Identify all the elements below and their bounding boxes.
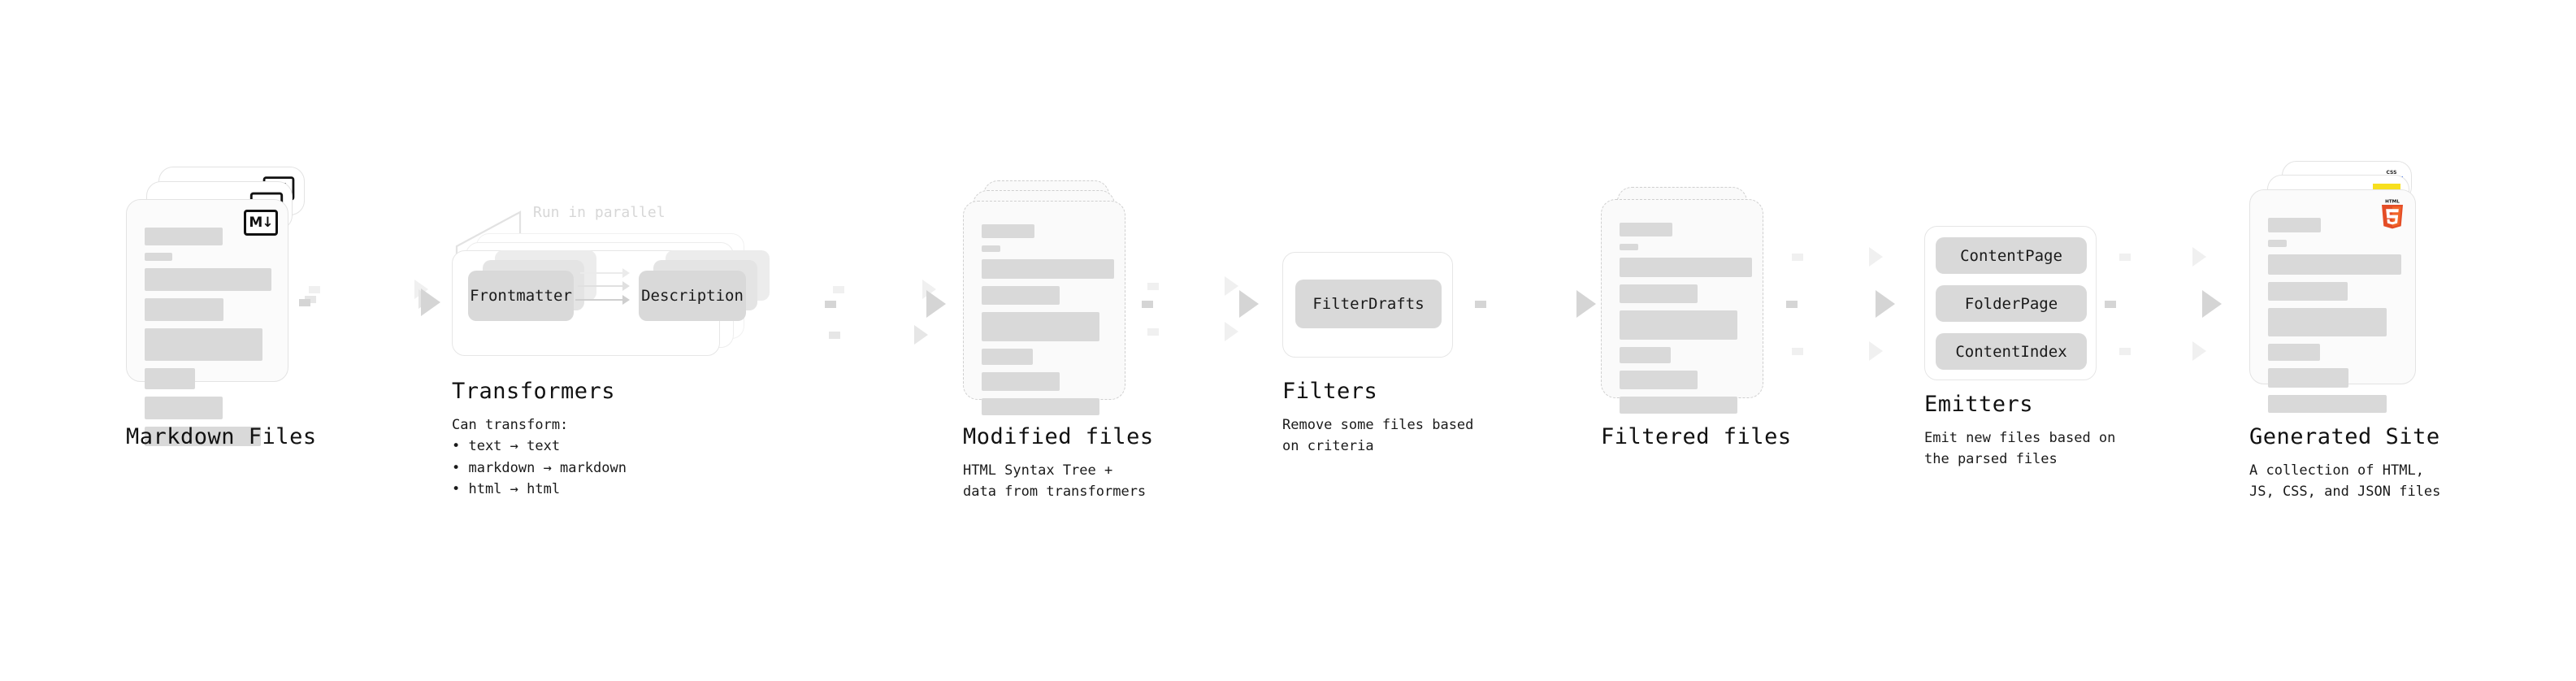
markdown-doc-front: M↓ [126,199,288,446]
skeleton-row [2268,308,2387,336]
markdown-badge-front: M↓ [244,210,278,236]
skeleton-row [1620,284,1698,303]
skeleton-row [982,349,1033,365]
emitter-pill-contentindex[interactable]: ContentIndex [1936,333,2087,370]
run-in-parallel-label: Run in parallel [533,204,666,221]
filters-title: Filters [1282,379,1378,404]
skeleton-row [982,245,1000,252]
skeleton-row [982,224,1034,238]
filter-pill-filterdrafts[interactable]: FilterDrafts [1295,280,1442,328]
emitters-box: ContentPage FolderPage ContentIndex [1924,226,2097,380]
modified-file-stack [963,180,1142,415]
generated-site-description: A collection of HTML, JS, CSS, and JSON … [2249,462,2441,501]
filtered-files-title: Filtered files [1601,424,1792,449]
modified-files-title: Modified files [963,424,1154,449]
generated-site-stack: CSS HTML [2249,161,2428,413]
skeleton-row [1620,397,1737,414]
stage-filtered-files [1601,187,1780,414]
skeleton-row [2268,218,2321,232]
arrow-filters-to-filtered [1475,290,1596,318]
skeleton-row [2268,240,2287,247]
skeleton-row [145,368,195,389]
transformer-inner-arrow-top [580,268,630,278]
emitters-title: Emitters [1924,392,2034,417]
modified-files-description: HTML Syntax Tree + data from transformer… [963,462,1147,501]
arrow-transformers-to-modified [825,290,946,318]
markdown-doc-skeleton [127,200,288,446]
skeleton-row [1620,371,1698,389]
generated-site-title: Generated Site [2249,424,2440,449]
skeleton-row [145,427,261,446]
arrow-filtered-to-emitters [1786,290,1895,318]
html5-icon: HTML [2379,197,2406,230]
skeleton-row [982,259,1114,279]
arrow-modified-to-filters-top [1147,276,1238,296]
stage-generated-site: CSS HTML [2249,161,2428,413]
skeleton-row [145,253,172,261]
transformer-pill-frontmatter[interactable]: Frontmatter [468,271,574,321]
stage-markdown-files: M↓ M↓ M↓ [126,167,305,446]
transformers-description: Can transform: • text → text • markdown … [452,417,627,498]
filters-box: FilterDrafts [1282,252,1453,358]
filtered-file-stack [1601,187,1780,414]
emitters-description: Emit new files based on the parsed files [1924,430,2116,468]
skeleton-row [2268,395,2387,413]
arrow-emitters-to-site-bottom [2119,341,2206,361]
html5-icon-svg: HTML [2382,200,2403,229]
transformers-title: Transformers [452,379,616,404]
filtered-doc-front [1601,199,1763,414]
arrow-filtered-to-emitters-bottom [1792,341,1883,361]
arrow-transformers-to-modified-bottom [829,325,928,345]
stage-modified-files [963,180,1142,415]
generated-doc-html: HTML [2249,189,2416,413]
transformer-inner-arrow-front [575,295,630,305]
skeleton-row [145,328,262,361]
modified-doc-skeleton [964,202,1125,415]
skeleton-row [145,397,223,419]
css-icon-label: CSS [2386,170,2397,176]
markdown-file-stack: M↓ M↓ M↓ [126,167,305,446]
skeleton-row [2268,368,2348,388]
skeleton-row [1620,258,1752,277]
svg-text:HTML: HTML [2385,200,2400,205]
skeleton-row [982,372,1060,391]
markdown-files-title: Markdown Files [126,424,317,449]
skeleton-row [145,228,223,245]
arrow-filtered-to-emitters-top [1792,247,1883,267]
modified-doc-front [963,201,1125,415]
skeleton-row [1620,347,1671,363]
filters-description: Remove some files based on criteria [1282,417,1474,455]
skeleton-row [2268,344,2320,361]
arrow-emitters-to-site [2105,290,2222,318]
generated-doc-skeleton [2250,190,2415,413]
skeleton-row [982,286,1060,305]
skeleton-row [1620,310,1737,340]
skeleton-row [1620,244,1638,250]
arrow-markdown-to-transformers [299,288,440,316]
skeleton-row [2268,254,2401,275]
skeleton-row [2268,282,2348,301]
skeleton-row [145,268,271,291]
arrow-modified-to-filters [1142,290,1259,318]
transformer-pill-description[interactable]: Description [639,271,746,321]
skeleton-row [1620,223,1672,236]
emitter-pill-folderpage[interactable]: FolderPage [1936,285,2087,322]
transformer-inner-arrow-mid [578,281,630,291]
arrow-modified-to-filters-bottom [1147,322,1238,341]
skeleton-row [982,398,1099,415]
skeleton-row [145,298,223,321]
arrow-emitters-to-site-top [2119,247,2206,267]
filtered-doc-skeleton [1602,200,1763,414]
emitter-pill-contentpage[interactable]: ContentPage [1936,237,2087,274]
skeleton-row [982,312,1099,341]
